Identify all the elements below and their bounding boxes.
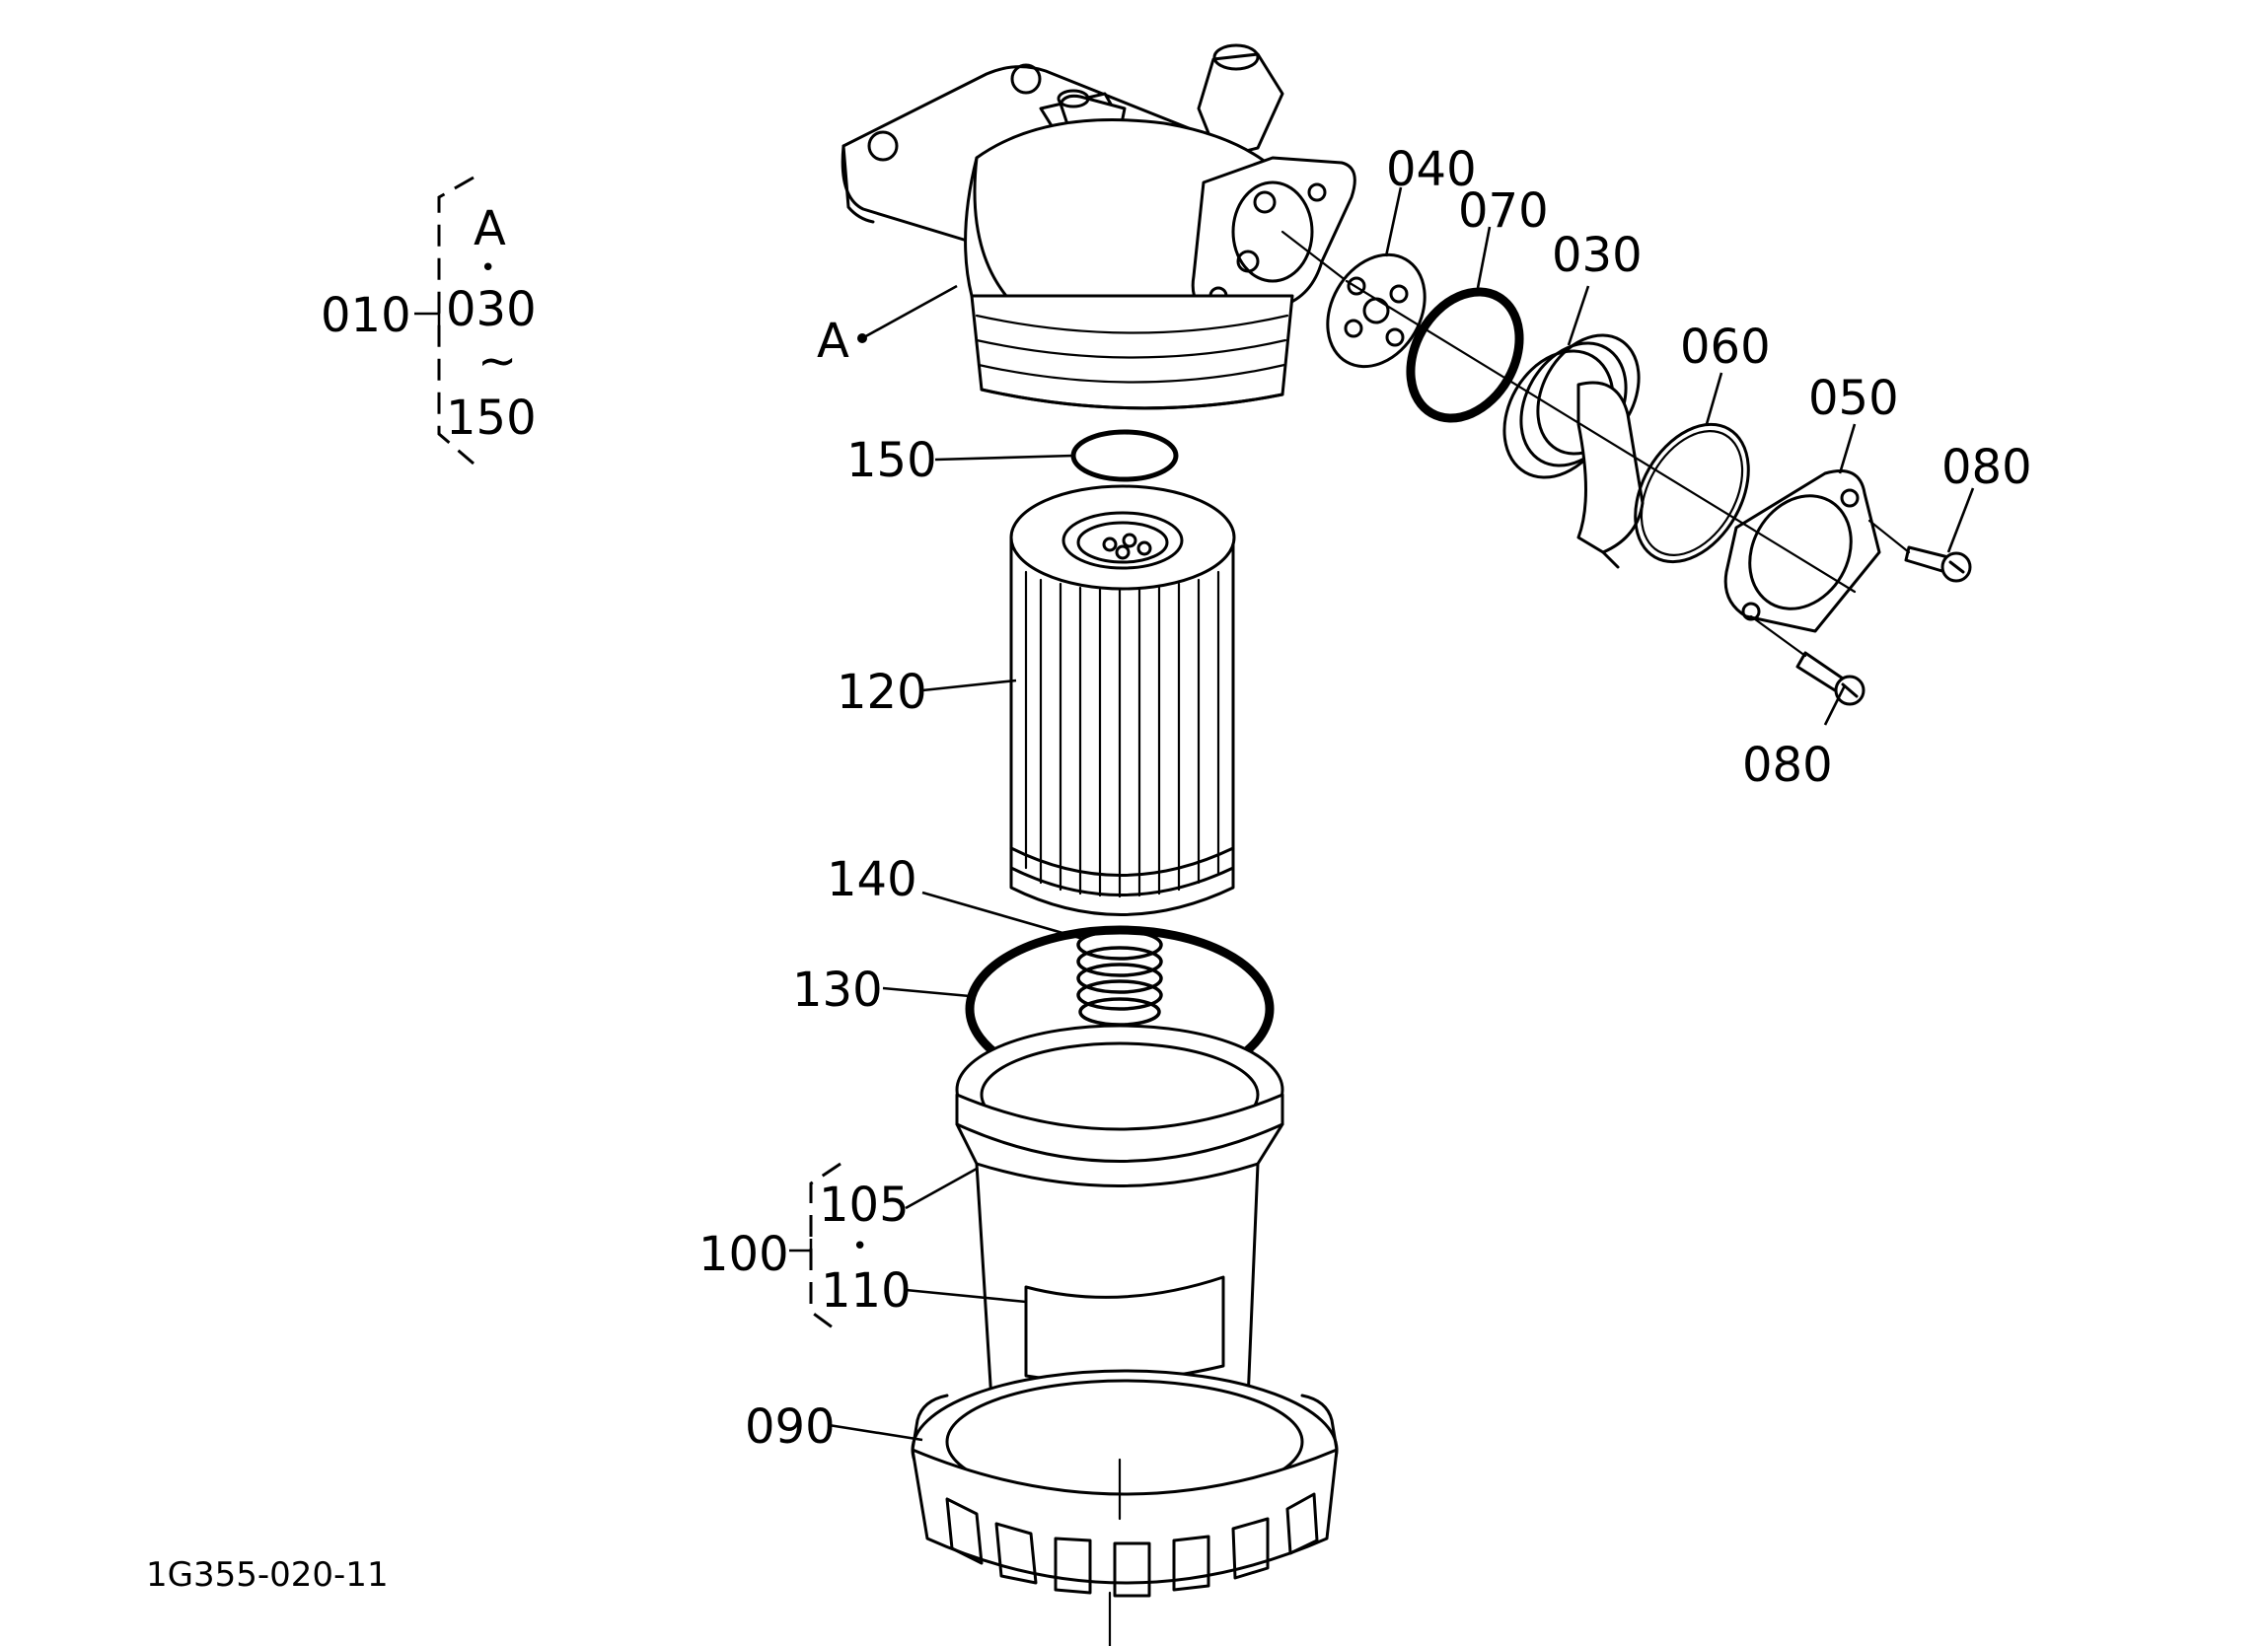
callout-110: 110	[821, 1263, 912, 1319]
callout-050: 050	[1808, 371, 1899, 426]
spring-140: 140	[827, 852, 1163, 1027]
callout-090: 090	[745, 1399, 836, 1455]
group-bracket-100: 100 105 • 110	[698, 1162, 1027, 1335]
cover-plate-050: 050	[1723, 371, 1899, 633]
group-label-010: 010	[321, 288, 411, 343]
screw-080-bottom: 080	[1742, 614, 1866, 793]
group-bowl-separator: •	[852, 1232, 867, 1261]
group-range-tilde: ~	[477, 333, 517, 389]
drawing-code: 1G355-020-11	[146, 1555, 389, 1595]
group-range-start: 030	[446, 282, 537, 337]
group-ref-letter: A	[474, 201, 506, 256]
filter-head-body	[841, 43, 1356, 410]
callout-130: 130	[792, 963, 883, 1018]
callout-080-bottom: 080	[1742, 738, 1833, 793]
callout-080-top: 080	[1941, 440, 2032, 495]
strainer-disk-040: 040	[1326, 142, 1477, 369]
group-bracket-010: 010 A • 030 ~ 150	[321, 176, 537, 465]
cock-valve-030: 030	[1502, 228, 1645, 569]
callout-140: 140	[827, 852, 917, 907]
o-ring-150: 150	[846, 429, 1179, 488]
callout-105: 105	[819, 1178, 910, 1233]
callout-040: 040	[1386, 142, 1477, 197]
callout-030: 030	[1552, 228, 1643, 283]
ref-letter-a-leader: A	[817, 284, 958, 369]
callout-070: 070	[1458, 183, 1549, 239]
ref-letter-a: A	[817, 314, 849, 369]
group-label-100: 100	[698, 1227, 789, 1282]
callout-150: 150	[846, 433, 937, 488]
screw-080-top: 080	[1867, 440, 2032, 583]
callout-060: 060	[1680, 320, 1771, 375]
group-range-end: 150	[446, 391, 537, 446]
assembly-axis-valve	[1345, 279, 1857, 594]
filter-bowl-100	[955, 1024, 1284, 1432]
filter-element-120: 120	[837, 484, 1236, 916]
callout-120: 120	[837, 665, 927, 720]
retaining-nut-090: 090	[745, 1369, 1339, 1598]
group-separator-dot: •	[480, 253, 495, 283]
